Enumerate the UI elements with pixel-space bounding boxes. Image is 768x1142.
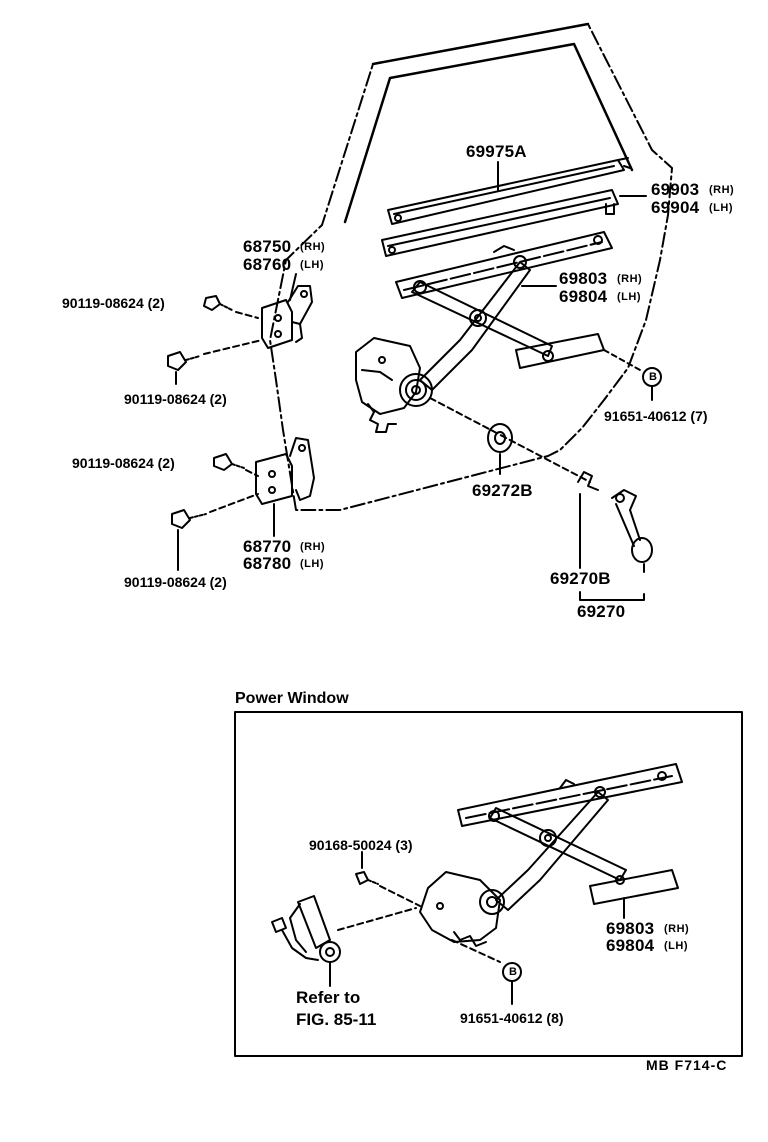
bolt-lower-1 <box>213 453 259 477</box>
label-69272B: 69272B <box>472 481 533 500</box>
handle-clip <box>577 471 599 491</box>
upper-hinge <box>261 285 313 349</box>
label-refer-fig: FIG. 85-11 <box>296 1010 377 1029</box>
pw-rivet-marker-circle <box>502 962 522 982</box>
label-bolt-4: 90119-08624 (2) <box>124 574 227 590</box>
leader-upper-hinge <box>289 273 297 301</box>
label-68780-lh: (LH) <box>300 558 324 570</box>
pw-gear-plate <box>419 871 505 947</box>
rivet-marker: B <box>649 371 658 383</box>
rivet-marker-circle <box>642 367 662 387</box>
label-68780: 68780 <box>243 554 292 573</box>
label-pw-69803: 69803 <box>606 919 655 938</box>
pw-arms <box>489 791 679 911</box>
label-pw-69804-lh: (LH) <box>664 940 688 952</box>
power-window-title: Power Window <box>235 690 349 707</box>
label-bolt-2: 90119-08624 (2) <box>124 391 227 407</box>
label-68750-rh: (RH) <box>300 241 326 253</box>
label-pw-69804: 69804 <box>606 936 655 955</box>
label-69803: 69803 <box>559 269 608 288</box>
label-bolt-3: 90119-08624 (2) <box>72 455 175 471</box>
label-69904-lh: (LH) <box>709 202 733 214</box>
leader-69270 <box>579 493 645 601</box>
regulator-gear <box>355 337 433 433</box>
window-frame <box>343 22 634 224</box>
label-refer-to: Refer to <box>296 988 361 1007</box>
door-outline <box>269 23 673 511</box>
regulator-upper-rail <box>395 231 613 299</box>
label-69904: 69904 <box>651 198 700 217</box>
glass-channel-69975A <box>387 157 631 225</box>
window-handle <box>611 489 653 563</box>
label-pw-69803-rh: (RH) <box>664 923 690 935</box>
escutcheon-69272B <box>487 423 513 453</box>
label-69270B: 69270B <box>550 569 611 588</box>
pw-screw <box>355 851 421 907</box>
label-68760: 68760 <box>243 255 292 274</box>
handle-axis-line <box>429 397 591 483</box>
label-69804: 69804 <box>559 287 608 306</box>
bolt-upper-1 <box>203 295 259 319</box>
label-pw-rivet: 91651-40612 (8) <box>460 1010 564 1026</box>
label-69270: 69270 <box>577 602 626 621</box>
label-68770-rh: (RH) <box>300 541 326 553</box>
label-bolt-1: 90119-08624 (2) <box>62 295 165 311</box>
label-69903: 69903 <box>651 180 700 199</box>
label-68770: 68770 <box>243 537 292 556</box>
sash-channel-69903 <box>381 189 619 257</box>
bolt-lower-2 <box>171 493 259 571</box>
label-68750: 68750 <box>243 237 292 256</box>
figure-code: MB F714-C <box>646 1057 728 1073</box>
power-window-box <box>234 711 743 1057</box>
label-rivet: 91651-40612 (7) <box>604 408 708 424</box>
label-69804-lh: (LH) <box>617 291 641 303</box>
label-69975A: 69975A <box>466 142 527 161</box>
bolt-upper-2 <box>167 339 263 385</box>
pw-motor <box>271 895 417 963</box>
label-68760-lh: (LH) <box>300 259 324 271</box>
pw-rivet-marker: B <box>509 966 518 978</box>
label-pw-screw: 90168-50024 (3) <box>309 837 413 853</box>
label-69903-rh: (RH) <box>709 184 735 196</box>
label-69803-rh: (RH) <box>617 273 643 285</box>
pw-rivet-line <box>451 939 501 963</box>
